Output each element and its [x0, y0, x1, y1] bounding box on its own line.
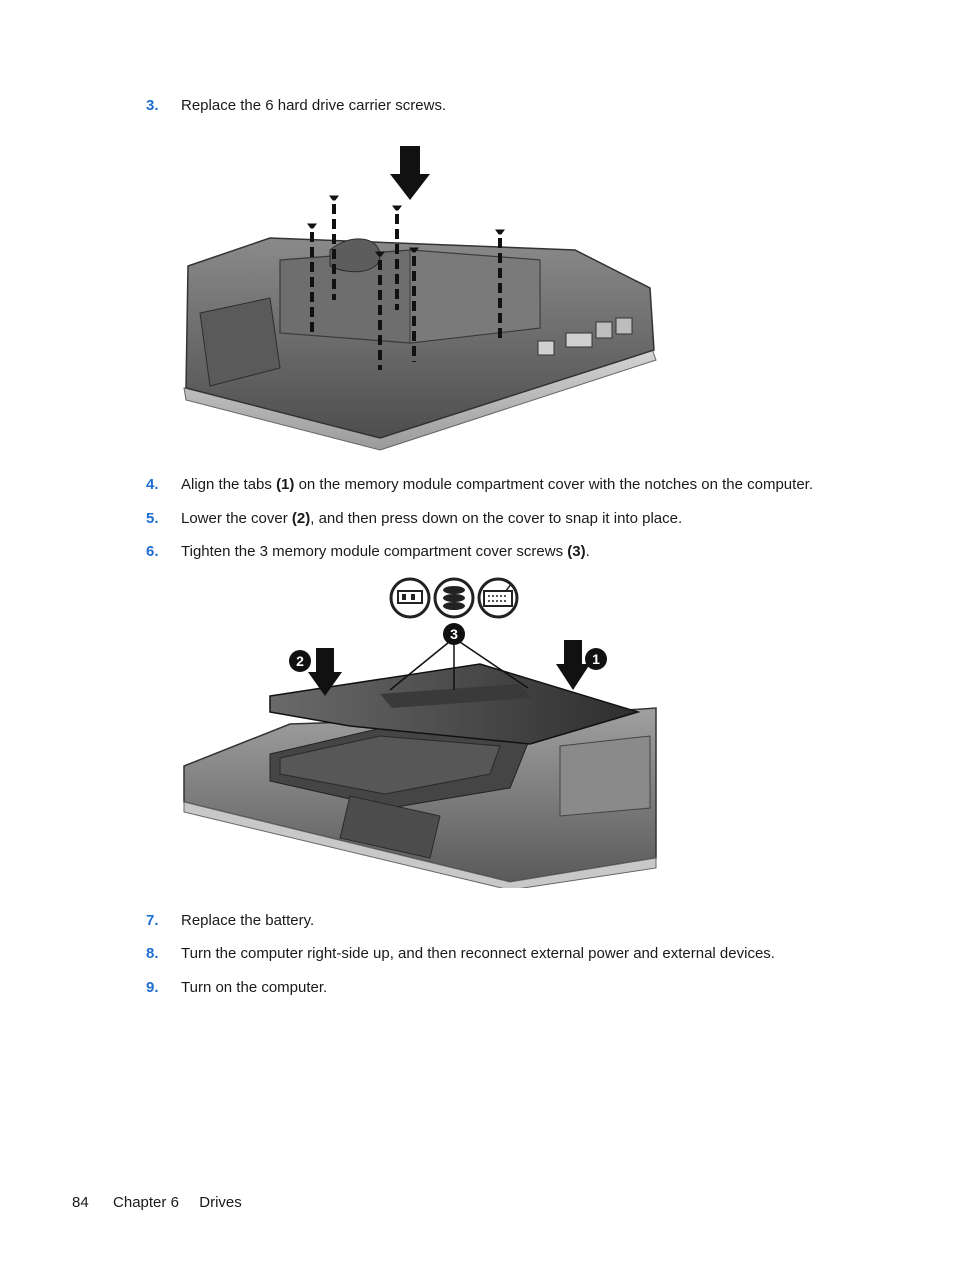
hard-drive-icon	[433, 577, 475, 619]
memory-cover-illustration: 2 3 1	[183, 577, 657, 888]
step-number: 3.	[146, 97, 159, 114]
arrow-down-icon	[556, 640, 590, 690]
step-text: Turn on the computer.	[181, 979, 328, 996]
memory-module-icon	[389, 577, 431, 619]
step-text: Turn the computer right-side up, and the…	[181, 945, 775, 962]
chapter-label: Chapter 6	[113, 1194, 179, 1211]
step-number: 9.	[146, 979, 159, 996]
callout-2: 2	[289, 650, 311, 672]
step-text: Align the tabs (1) on the memory module …	[181, 476, 813, 493]
arrow-down-icon	[308, 648, 342, 696]
callout-1: 1	[585, 648, 607, 670]
section-label: Drives	[199, 1194, 242, 1211]
page-number: 84	[72, 1194, 89, 1211]
svg-text:3: 3	[450, 626, 458, 642]
step-number: 4.	[146, 476, 159, 493]
svg-text:2: 2	[296, 653, 304, 669]
step-text: Lower the cover (2), and then press down…	[181, 510, 683, 527]
step-number: 7.	[146, 912, 159, 929]
keyboard-icon	[477, 577, 519, 619]
hard-drive-screws-illustration	[183, 146, 657, 451]
step-number: 8.	[146, 945, 159, 962]
callout-3: 3	[443, 623, 465, 645]
step-number: 5.	[146, 510, 159, 527]
step-text: Replace the battery.	[181, 912, 315, 929]
svg-text:1: 1	[592, 651, 600, 667]
step-text: Replace the 6 hard drive carrier screws.	[181, 97, 447, 114]
step-text: Tighten the 3 memory module compartment …	[181, 543, 590, 560]
page-footer: 84 Chapter 6 Drives	[72, 1193, 242, 1212]
step-number: 6.	[146, 543, 159, 560]
